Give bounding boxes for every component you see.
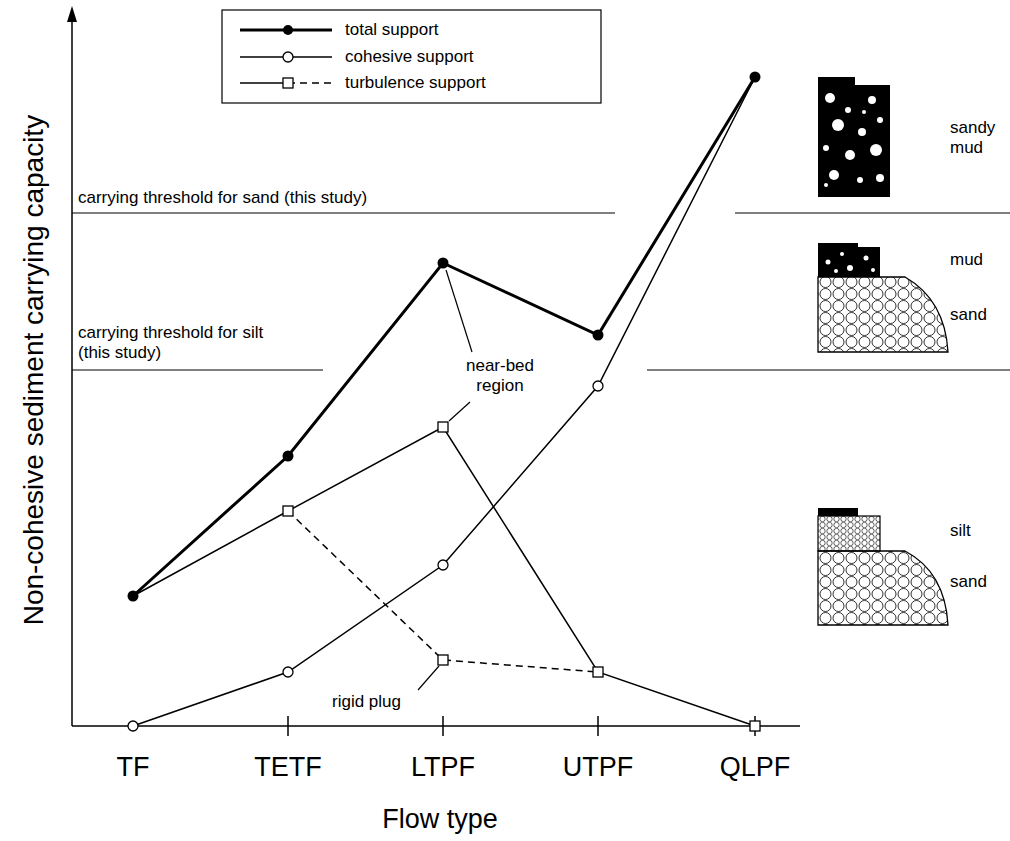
- lithology-label: sand: [950, 305, 987, 325]
- lithology-label: sandy mud: [950, 118, 1006, 157]
- lithology-label: mud: [950, 250, 983, 270]
- legend-text: turbulence support: [345, 73, 486, 93]
- tick-label: UTPF: [563, 752, 634, 783]
- callout-label: rigid plug: [332, 692, 401, 712]
- lithology-label: sand: [950, 572, 987, 592]
- tick-label: TF: [117, 752, 150, 783]
- axis-title: Non-cohesive sediment carrying capacity: [18, 115, 50, 625]
- tick-label: TETF: [254, 752, 322, 783]
- tick-label: QLPF: [720, 752, 791, 783]
- threshold-label: carrying threshold for silt (this study): [78, 323, 278, 362]
- lithology-label: silt: [950, 521, 971, 541]
- legend-text: total support: [345, 20, 439, 40]
- axis-title: Flow type: [382, 804, 498, 835]
- tick-label: LTPF: [411, 752, 475, 783]
- legend-text: cohesive support: [345, 47, 474, 67]
- callout-label: near-bed region: [460, 356, 540, 395]
- threshold-label: carrying threshold for sand (this study): [78, 188, 367, 208]
